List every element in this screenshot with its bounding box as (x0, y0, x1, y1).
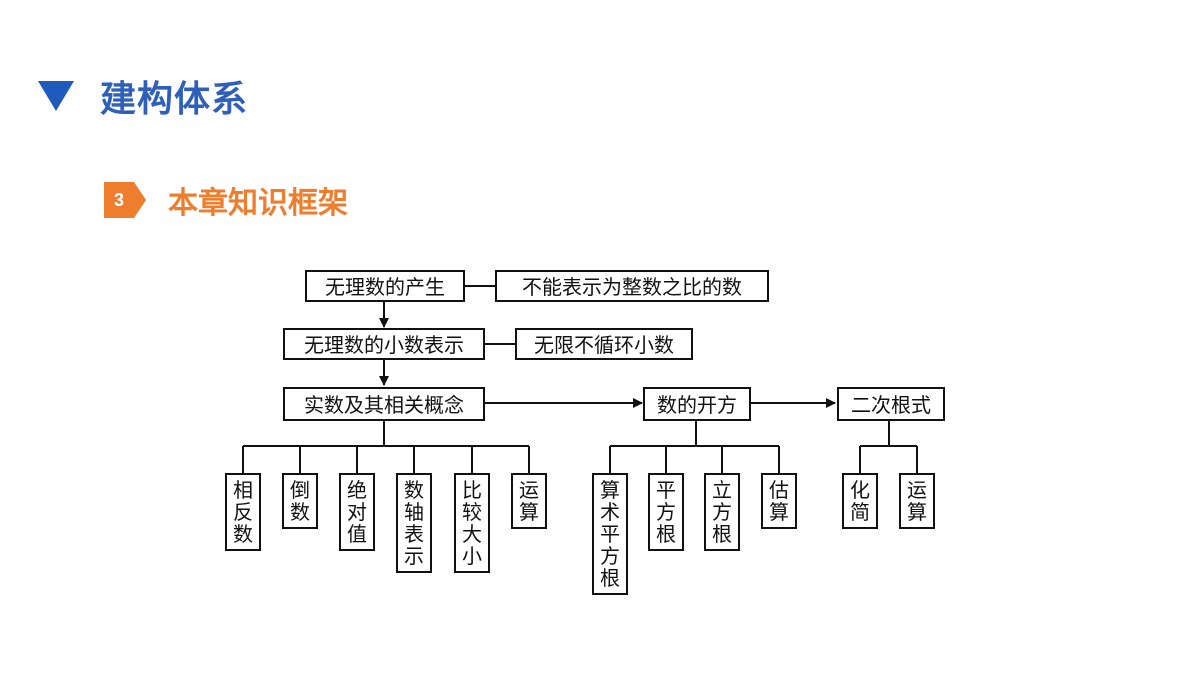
node-origin-note: 不能表示为整数之比的数 (495, 270, 769, 302)
node-real: 实数及其相关概念 (283, 387, 485, 421)
child-node-label: 数轴表示 (404, 478, 424, 568)
child-node: 估算 (761, 473, 797, 529)
child-node-label: 估算 (769, 478, 789, 524)
node-decimal-label: 无理数的小数表示 (304, 333, 464, 357)
node-roots-label: 数的开方 (657, 393, 737, 417)
connectors (242, 285, 918, 474)
child-node: 绝对值 (339, 473, 375, 551)
child-node: 数轴表示 (396, 473, 432, 573)
child-node: 运算 (511, 473, 547, 529)
child-node: 平方根 (648, 473, 684, 551)
node-origin-note-label: 不能表示为整数之比的数 (522, 275, 742, 299)
child-node: 立方根 (704, 473, 740, 551)
child-node: 倒数 (282, 473, 318, 529)
child-node-label: 运算 (519, 478, 539, 524)
number-badge: 3 (104, 182, 146, 218)
child-node: 相反数 (225, 473, 261, 551)
node-decimal-note: 无限不循环小数 (515, 328, 693, 360)
node-decimal: 无理数的小数表示 (283, 328, 485, 360)
child-node-label: 运算 (907, 478, 927, 524)
child-node-label: 绝对值 (347, 478, 367, 546)
node-decimal-note-label: 无限不循环小数 (534, 333, 674, 357)
node-origin-label: 无理数的产生 (325, 275, 445, 299)
node-radicals: 二次根式 (837, 387, 945, 421)
child-node-label: 化简 (850, 478, 870, 524)
node-real-label: 实数及其相关概念 (304, 393, 464, 417)
child-node: 比较大小 (454, 473, 490, 573)
triangle-down-icon (38, 81, 74, 111)
child-node-label: 平方根 (656, 478, 676, 546)
node-radicals-label: 二次根式 (851, 393, 931, 417)
sub-title: 本章知识框架 (168, 186, 348, 221)
child-node-label: 算术平方根 (600, 478, 620, 590)
child-node: 算术平方根 (592, 473, 628, 595)
node-origin: 无理数的产生 (305, 270, 465, 302)
child-node-label: 倒数 (290, 478, 310, 524)
section-title: 建构体系 (100, 79, 249, 120)
child-node: 化简 (842, 473, 878, 529)
child-node: 运算 (899, 473, 935, 529)
section-header: 建构体系 (38, 70, 248, 122)
child-node-label: 比较大小 (462, 478, 482, 568)
child-node-label: 立方根 (712, 478, 732, 546)
child-node-label: 相反数 (233, 478, 253, 546)
node-roots: 数的开方 (643, 387, 751, 421)
sub-header: 3 本章知识框架 (104, 178, 348, 222)
